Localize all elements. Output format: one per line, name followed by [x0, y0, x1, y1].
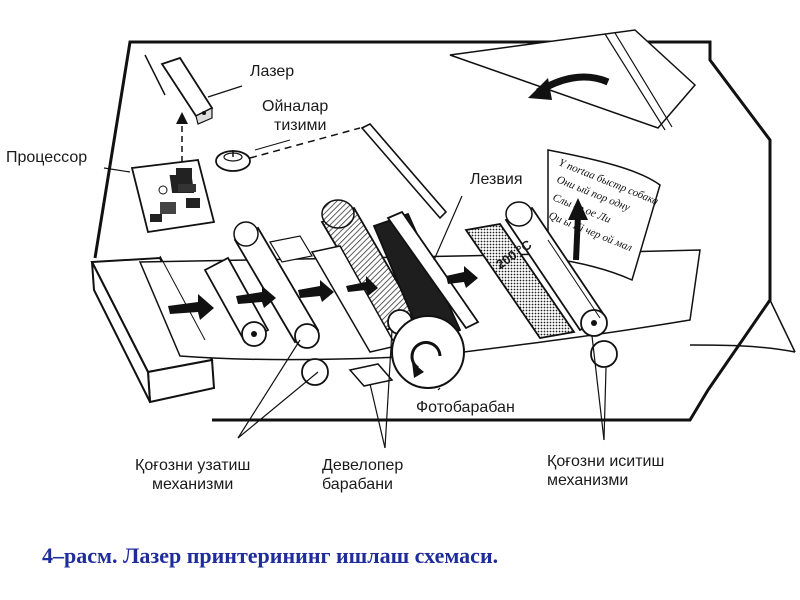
blade	[386, 195, 480, 330]
processor-board	[103, 159, 216, 234]
flow-arrow-icon	[236, 286, 276, 308]
leader-lines	[237, 329, 607, 449]
label-laser: Лазер	[250, 63, 295, 80]
heater-block	[464, 223, 576, 339]
label-photodrum: Фотобарабан	[416, 399, 515, 416]
label-developer-drum: Девелопер барабани	[322, 457, 404, 493]
label-processor: Процессор	[6, 149, 88, 166]
paper-flow-arrows	[168, 266, 478, 320]
laser-unit	[160, 56, 243, 125]
flow-arrow-icon	[298, 280, 334, 302]
mirror-panel	[360, 123, 448, 220]
label-paper-feed: Қоғозни узатиш механизми	[135, 457, 251, 493]
label-mirror-system: Ойналар тизими	[262, 98, 329, 134]
flow-arrow-icon	[168, 294, 214, 320]
label-paper-heat: Қоғозни иситиш механизми	[547, 453, 665, 489]
output-up-arrow-icon	[568, 198, 588, 220]
paper-feed-rollers	[203, 221, 329, 386]
printed-sheet: Y nortaa быстр собака Они ый пор одну Сл…	[547, 149, 661, 282]
figure-caption: 4–расм. Лазер принтерининг ишлаш схемаси…	[42, 543, 499, 568]
fuser-rollers	[504, 201, 618, 368]
output-tray	[449, 29, 697, 131]
flow-arrow-icon	[446, 266, 478, 288]
label-blade: Лезвия	[470, 171, 523, 188]
signal-arrow	[176, 112, 188, 162]
flow-arrow-icon	[346, 276, 378, 296]
output-arrow-icon	[528, 78, 552, 100]
mirror-system	[215, 127, 361, 172]
printer-housing	[93, 40, 796, 422]
